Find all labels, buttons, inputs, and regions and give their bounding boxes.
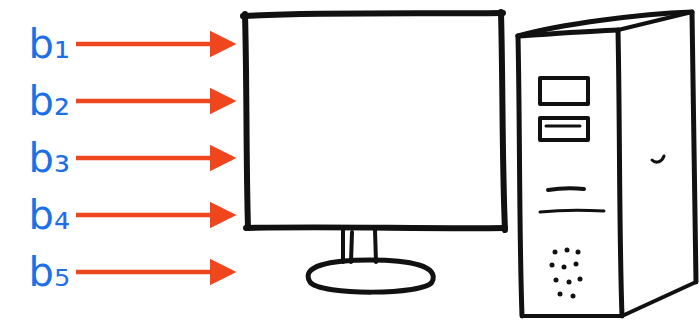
signal-label: b₅ [29, 252, 70, 292]
computer-tower [518, 12, 696, 316]
monitor [243, 12, 505, 292]
signal-label: b₄ [29, 195, 70, 235]
signal-label: b₂ [29, 81, 70, 121]
tower-vents [550, 248, 583, 299]
signal-label: b₁ [29, 24, 70, 64]
signal-arrows [76, 44, 232, 272]
signal-label: b₃ [29, 138, 70, 178]
